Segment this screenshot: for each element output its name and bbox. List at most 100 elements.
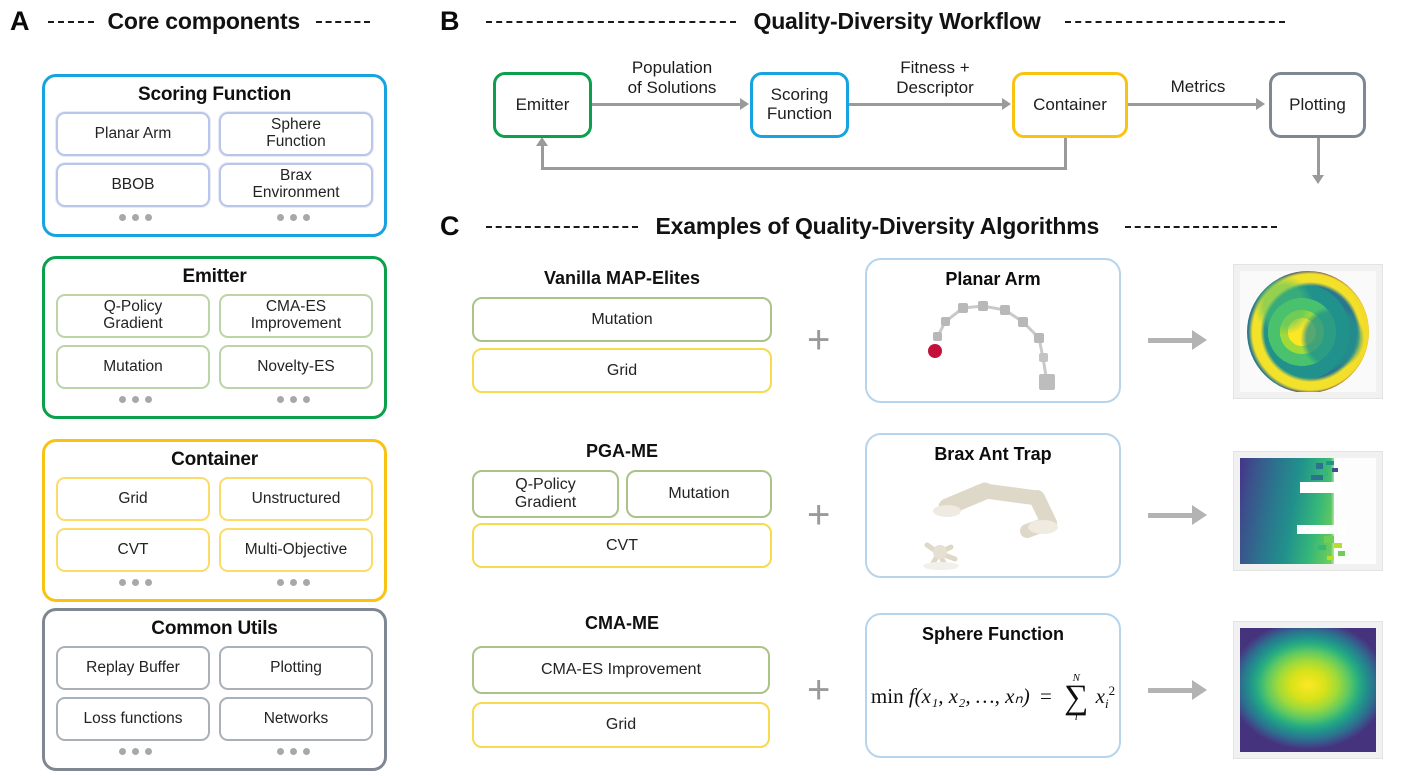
panel-b-letter: B bbox=[440, 6, 460, 36]
demo-title: Planar Arm bbox=[945, 269, 1041, 289]
demo-card-planar-arm[interactable]: Planar Arm bbox=[865, 258, 1121, 403]
panel-c-dash-right bbox=[1125, 225, 1278, 228]
core-card-scoring-function[interactable]: Scoring Function Planar Arm Sphere Funct… bbox=[42, 74, 387, 237]
formula-args: (x₁, x₂, …, xₙ) bbox=[914, 683, 1030, 708]
core-chip[interactable]: BBOB bbox=[56, 163, 210, 207]
demo-card-sphere-function[interactable]: Sphere Function min f(x₁, x₂, …, xₙ) = N… bbox=[865, 613, 1121, 758]
panel-b-title: Quality-Diversity Workflow bbox=[753, 8, 1041, 34]
panel-a-dash-right bbox=[316, 20, 371, 23]
core-chip[interactable]: Replay Buffer bbox=[56, 646, 210, 690]
algorithm-name-cma-me: CMA-ME bbox=[585, 613, 659, 633]
flow-node-container[interactable]: Container bbox=[1012, 72, 1128, 138]
core-card-emitter[interactable]: Emitter Q-Policy Gradient CMA-ES Improve… bbox=[42, 256, 387, 419]
flow-node-label: Plotting bbox=[1289, 94, 1346, 114]
core-chip[interactable]: Mutation bbox=[56, 345, 210, 389]
flow-edge-label-metrics: Metrics bbox=[1170, 77, 1226, 96]
core-card-title: Common Utils bbox=[151, 618, 278, 639]
core-chip[interactable]: CMA-ES Improvement bbox=[219, 294, 373, 338]
ellipsis-icon bbox=[56, 396, 215, 403]
formula-equals: = bbox=[1040, 683, 1052, 708]
flow-node-scoring-function[interactable]: Scoring Function bbox=[750, 72, 849, 138]
flow-feedback-vertical-right bbox=[1064, 138, 1067, 170]
formula-sum-symbol: ∑ bbox=[1064, 679, 1089, 716]
archive-plot-canvas bbox=[1240, 458, 1376, 564]
ellipsis-icon bbox=[56, 579, 215, 586]
ellipsis-icon bbox=[215, 214, 374, 221]
algorithm-emitter-box[interactable]: Mutation bbox=[626, 470, 772, 518]
plus-icon: + bbox=[807, 318, 831, 362]
ellipsis-icon bbox=[215, 396, 374, 403]
core-ellipsis-row bbox=[45, 579, 384, 586]
flow-feedback-vertical-left bbox=[541, 146, 544, 170]
core-ellipsis-row bbox=[45, 214, 384, 221]
flow-arrowhead-container bbox=[1002, 98, 1011, 110]
panel-c-title: Examples of Quality-Diversity Algorithms bbox=[655, 213, 1100, 239]
algorithm-container-box[interactable]: Grid bbox=[472, 348, 772, 393]
flow-node-label: Scoring Function bbox=[766, 85, 833, 123]
core-ellipsis-row bbox=[45, 748, 384, 755]
result-arrow bbox=[1148, 330, 1210, 350]
plus-icon: + bbox=[807, 668, 831, 712]
panel-b-dash-left bbox=[485, 20, 736, 23]
algorithm-container-box[interactable]: Grid bbox=[472, 702, 770, 748]
core-card-container[interactable]: Container Grid Unstructured CVT Multi-Ob… bbox=[42, 439, 387, 602]
core-chip[interactable]: Novelty-ES bbox=[219, 345, 373, 389]
formula-summation: N ∑ i bbox=[1064, 673, 1088, 723]
demo-title: Brax Ant Trap bbox=[934, 444, 1052, 464]
core-card-title: Scoring Function bbox=[137, 84, 291, 105]
result-arrow bbox=[1148, 680, 1210, 700]
archive-plot-canvas bbox=[1240, 271, 1376, 392]
archive-plot-sphere bbox=[1234, 622, 1382, 758]
panel-c-header: C Examples of Quality-Diversity Algorith… bbox=[440, 211, 1278, 242]
flow-node-plotting[interactable]: Plotting bbox=[1269, 72, 1366, 138]
demo-title: Sphere Function bbox=[921, 624, 1064, 644]
core-chip[interactable]: Sphere Function bbox=[219, 112, 373, 156]
formula-term: xi2 bbox=[1095, 682, 1116, 711]
core-chip[interactable]: Multi-Objective bbox=[219, 528, 373, 572]
panel-c-dash-left bbox=[485, 225, 638, 228]
flow-node-label: Emitter bbox=[515, 94, 570, 114]
core-chip[interactable]: Networks bbox=[219, 697, 373, 741]
demo-card-brax-ant-trap[interactable]: Brax Ant Trap bbox=[865, 433, 1121, 578]
algorithm-emitter-box[interactable]: CMA-ES Improvement bbox=[472, 646, 770, 694]
formula-sum-upper: N bbox=[1072, 672, 1080, 684]
core-chip-grid: Replay Buffer Plotting Loss functions Ne… bbox=[45, 640, 384, 741]
algorithm-container-box[interactable]: CVT bbox=[472, 523, 772, 568]
brax-ant-trap-illustration bbox=[867, 435, 1119, 576]
sphere-function-formula: min f(x₁, x₂, …, xₙ) = N ∑ i xi2 bbox=[867, 673, 1119, 723]
result-arrow bbox=[1148, 505, 1210, 525]
core-card-common-utils[interactable]: Common Utils Replay Buffer Plotting Loss… bbox=[42, 608, 387, 771]
core-chip[interactable]: Q-Policy Gradient bbox=[56, 294, 210, 338]
core-chip[interactable]: Loss functions bbox=[56, 697, 210, 741]
flow-arrowhead-plotting bbox=[1256, 98, 1265, 110]
flow-edge-label-population: Population of Solutions bbox=[627, 58, 717, 98]
ellipsis-icon bbox=[215, 748, 374, 755]
algorithm-emitter-box[interactable]: Q-Policy Gradient bbox=[472, 470, 619, 518]
panel-b-header: B Quality-Diversity Workflow bbox=[440, 6, 1285, 37]
flow-line-scoring-to-container bbox=[849, 103, 1004, 106]
core-chip-grid: Grid Unstructured CVT Multi-Objective bbox=[45, 471, 384, 572]
formula-f: f bbox=[908, 683, 915, 708]
core-chip[interactable]: Brax Environment bbox=[219, 163, 373, 207]
core-chip[interactable]: CVT bbox=[56, 528, 210, 572]
archive-plot-canvas bbox=[1240, 628, 1376, 752]
flow-node-emitter[interactable]: Emitter bbox=[493, 72, 592, 138]
formula-sum-lower: i bbox=[1074, 710, 1078, 723]
core-chip[interactable]: Unstructured bbox=[219, 477, 373, 521]
ellipsis-icon bbox=[215, 579, 374, 586]
flow-plotting-down-arrowhead bbox=[1312, 175, 1324, 184]
algorithm-emitter-box[interactable]: Mutation bbox=[472, 297, 772, 342]
flow-feedback-horizontal bbox=[541, 167, 1067, 170]
core-chip[interactable]: Grid bbox=[56, 477, 210, 521]
algorithm-name-pga-me: PGA-ME bbox=[586, 441, 658, 461]
core-chip[interactable]: Plotting bbox=[219, 646, 373, 690]
flow-line-emitter-to-scoring bbox=[592, 103, 742, 106]
core-ellipsis-row bbox=[45, 396, 384, 403]
core-chip-grid: Planar Arm Sphere Function BBOB Brax Env… bbox=[45, 106, 384, 207]
ellipsis-icon bbox=[56, 214, 215, 221]
core-chip[interactable]: Planar Arm bbox=[56, 112, 210, 156]
core-chip-grid: Q-Policy Gradient CMA-ES Improvement Mut… bbox=[45, 288, 384, 389]
panel-a-title: Core components bbox=[107, 8, 301, 34]
flow-line-container-to-plotting bbox=[1128, 103, 1258, 106]
planar-arm-illustration bbox=[867, 260, 1119, 401]
